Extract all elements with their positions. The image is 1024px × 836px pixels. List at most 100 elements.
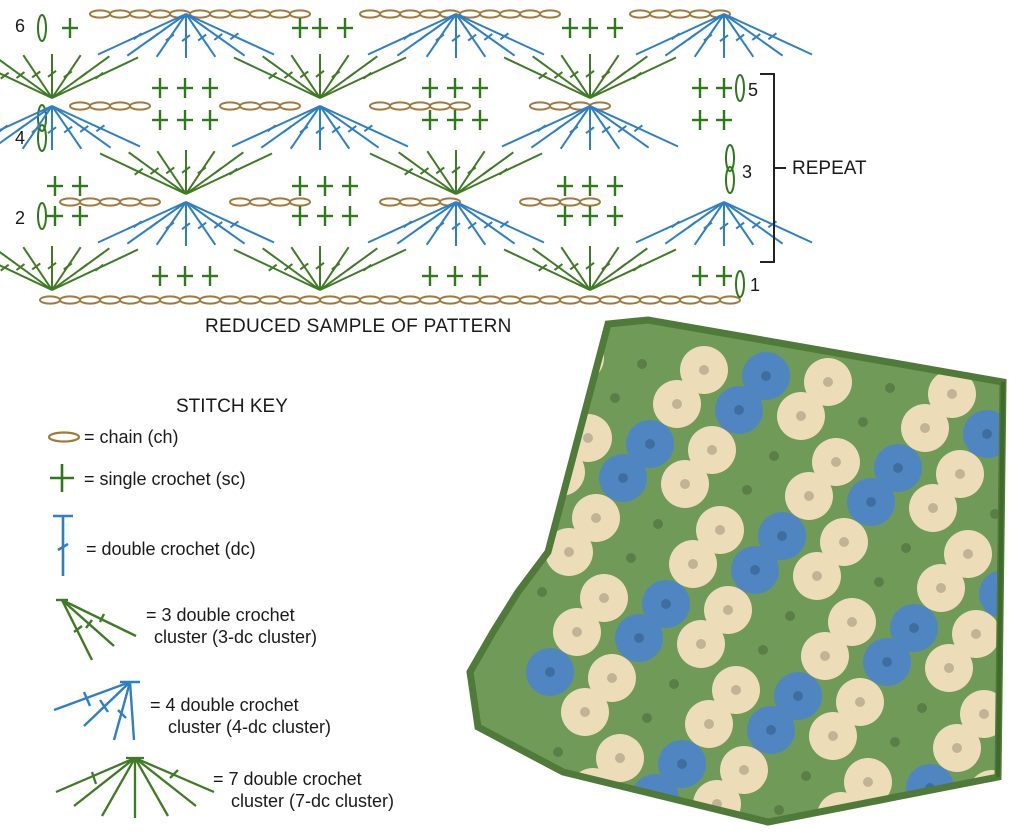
blanket-motif-center	[836, 811, 846, 821]
dc-cluster-stitch	[149, 167, 160, 175]
blanket-motif	[723, 466, 771, 514]
dc-cluster-stitch	[503, 56, 591, 99]
dc-cluster-stitch	[78, 71, 89, 79]
row-label-3: 3	[742, 162, 753, 182]
blanket-motif-center	[588, 787, 598, 797]
chain-stitch	[299, 295, 321, 305]
dc-cluster-stitch	[315, 70, 325, 78]
dc-cluster-stitch	[181, 166, 191, 174]
dc-cluster-stitch	[299, 70, 309, 79]
chain-stitch	[579, 295, 601, 305]
dc-cluster-stitch	[367, 201, 457, 244]
chain-stitch	[229, 197, 251, 207]
dc-cluster-stitch	[185, 201, 217, 246]
chain-stitch	[389, 101, 411, 111]
dc-cluster-stitch	[185, 13, 217, 58]
chain-stitch	[679, 295, 701, 305]
blanket-motif	[755, 786, 803, 822]
chain-stitch	[339, 295, 361, 305]
dc-cluster-stitch	[723, 13, 755, 58]
blanket-motif	[553, 608, 601, 656]
dc-cluster-stitch	[63, 70, 73, 79]
dc-cluster-stitch	[589, 105, 621, 150]
blanket-motif	[591, 374, 639, 422]
dc-cluster-stitch	[31, 70, 41, 79]
chain-stitch	[59, 197, 81, 207]
blanket-motif-center	[707, 445, 717, 455]
blanket-motif	[634, 500, 682, 548]
dc-cluster-stitch	[403, 220, 413, 229]
row-label-5: 5	[748, 80, 759, 100]
dc-cluster-stitch	[532, 55, 591, 99]
dc-cluster-stitch	[15, 263, 26, 271]
blanket-motif-center	[831, 457, 841, 467]
dc-cluster-stitch	[601, 70, 611, 79]
dc-cluster-stitch	[267, 124, 277, 133]
dc-cluster-stitch	[723, 201, 755, 246]
crochet-pattern-chart	[0, 9, 813, 305]
dc-cluster-stitch	[467, 166, 477, 175]
row-label-6: 6	[15, 16, 26, 36]
dc-cluster-stitch	[670, 220, 681, 229]
blanket-motif	[928, 370, 976, 418]
dc-cluster-stitch	[536, 124, 547, 133]
dc-cluster-stitch	[22, 54, 53, 99]
blanket-motif	[618, 340, 666, 388]
blanket-motif-center	[723, 605, 733, 615]
blanket-motif-center	[731, 685, 741, 695]
blanket-motif-center	[944, 663, 954, 673]
blanket-motif-center	[734, 405, 744, 415]
blanket-motif	[898, 684, 946, 732]
dc-cluster-stitch	[553, 125, 563, 133]
dc-cluster-stitch	[435, 166, 445, 175]
chain-stitch	[209, 9, 231, 19]
dc-cluster-stitch	[499, 32, 509, 41]
dc-cluster-stitch	[635, 13, 725, 56]
chain-stitch	[239, 295, 261, 305]
dc-cluster-stitch	[165, 221, 175, 230]
dc-cluster-stitch	[299, 262, 309, 271]
dc-cluster-stitch	[616, 263, 627, 271]
blanket-motif-center	[901, 543, 911, 553]
blanket-motif-center	[645, 439, 655, 449]
blanket-motif-center	[750, 565, 760, 575]
dc-cluster-stitch	[262, 247, 321, 291]
chain-stitch	[39, 295, 61, 305]
dc-cluster-stitch	[687, 33, 697, 41]
blanket-motif-center	[761, 371, 771, 381]
blanket-motif-center	[928, 503, 938, 513]
blanket-motif	[572, 494, 620, 542]
dc-cluster-stitch	[553, 263, 564, 271]
chain-stitch	[89, 9, 111, 19]
blanket-motif	[866, 364, 914, 412]
blanket-motif	[971, 490, 1003, 538]
blanket-motif	[785, 472, 833, 520]
dc-cluster-stitch	[467, 33, 477, 42]
dc-cluster-stitch	[128, 151, 187, 195]
dc-cluster-stitch	[79, 125, 89, 133]
chain-stitch	[289, 9, 311, 19]
dc-cluster-stitch	[723, 13, 784, 57]
blanket-motif	[623, 694, 671, 742]
blanket-motif	[653, 380, 701, 428]
blanket-motif	[494, 328, 542, 376]
key-4dc-line-2: cluster (4-dc cluster)	[168, 717, 332, 737]
dc-cluster-stitch	[367, 13, 457, 56]
blanket-motif	[801, 632, 849, 680]
blanket-motif	[812, 438, 860, 486]
blanket-motif-center	[885, 383, 895, 393]
dc-cluster-stitch	[283, 125, 293, 133]
chain-stitch	[649, 9, 671, 19]
dc-cluster-stitch	[404, 167, 414, 176]
blanket-motif	[847, 478, 895, 526]
blanket-motif	[933, 724, 981, 772]
chain-stitch	[139, 295, 161, 305]
key-double-crochet-text: = double crochet (dc)	[86, 539, 256, 559]
dc-cluster-stitch	[133, 32, 143, 41]
dc-cluster-stitch	[538, 71, 548, 80]
blanket-motif	[580, 574, 628, 622]
blanket-motif-center	[537, 587, 547, 597]
dc-cluster-stitch	[185, 201, 275, 244]
blanket-motif	[941, 804, 989, 822]
row-label-1: 1	[750, 275, 761, 295]
